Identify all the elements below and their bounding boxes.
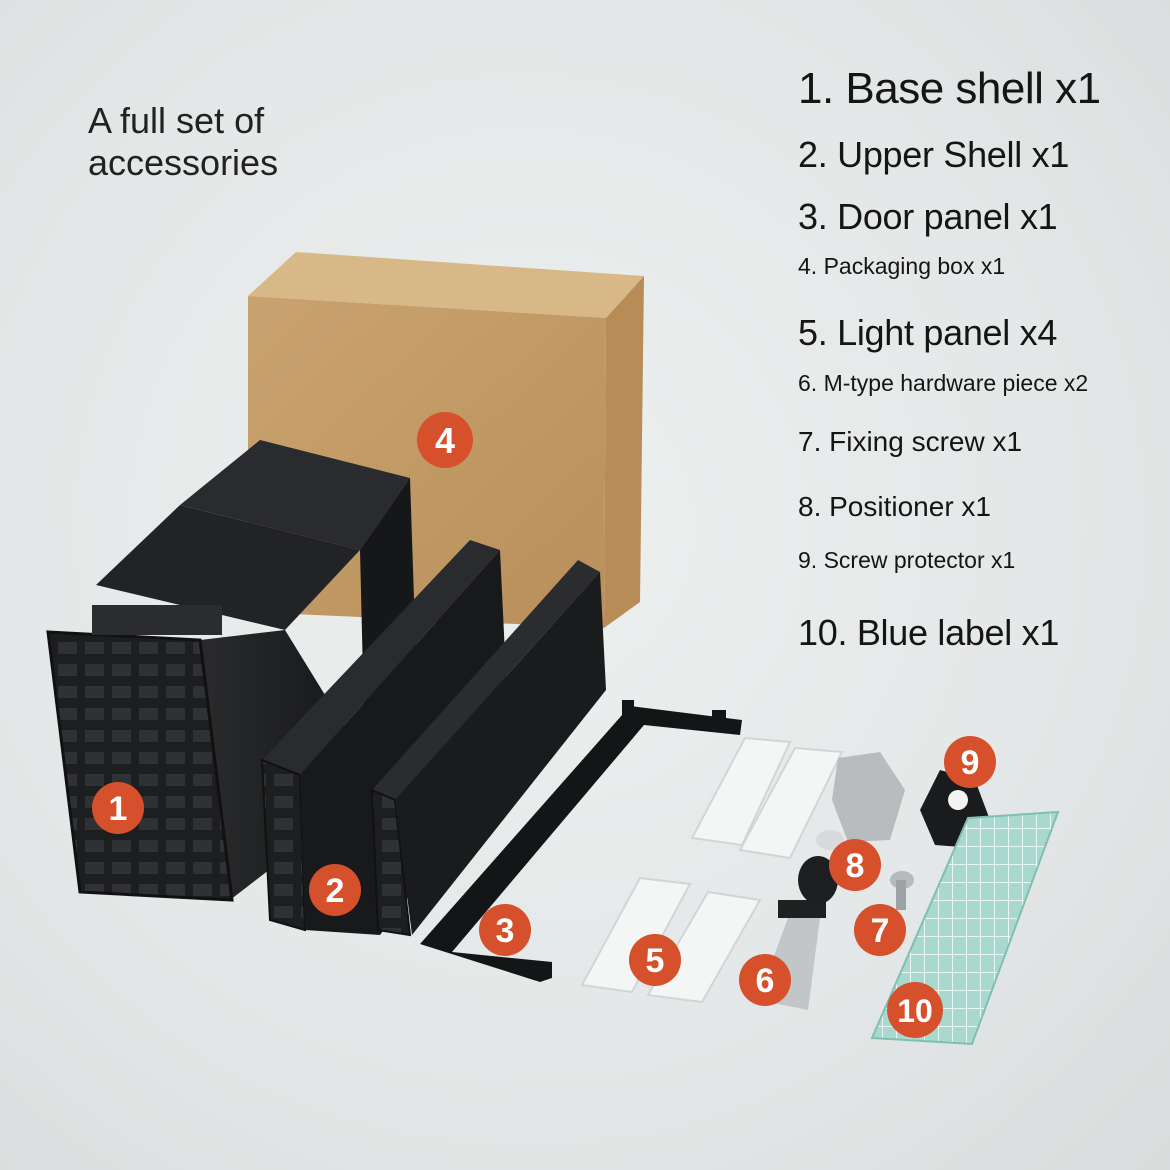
part-item-9: 9. Screw protector x1 (798, 547, 1016, 573)
part-item-10: 10. Blue label x1 (798, 612, 1060, 653)
part-item-4: 4. Packaging box x1 (798, 253, 1006, 279)
part-item-8: 8. Positioner x1 (798, 491, 991, 522)
heading-line-2: accessories (88, 142, 279, 183)
badge-1: 1 (92, 782, 144, 834)
part-item-1: 1. Base shell x1 (798, 64, 1101, 113)
badge-5: 5 (629, 934, 681, 986)
badge-9: 9 (944, 736, 996, 788)
positioner (798, 830, 844, 904)
base-shell (46, 440, 418, 902)
badge-2-text: 2 (326, 872, 345, 910)
upper-shell (260, 540, 510, 935)
badge-7: 7 (854, 904, 906, 956)
part-item-7: 7. Fixing screw x1 (798, 426, 1023, 457)
badge-10-text: 10 (897, 993, 933, 1029)
heading-line-1: A full set of (88, 100, 265, 141)
part-item-3: 3. Door panel x1 (798, 196, 1058, 237)
badge-6-text: 6 (756, 962, 775, 1000)
badge-4-text: 4 (435, 420, 455, 461)
badge-5-text: 5 (646, 942, 665, 980)
door-panel (370, 560, 606, 937)
badge-10: 10 (887, 982, 943, 1038)
badge-8-text: 8 (846, 847, 865, 885)
badge-7-text: 7 (871, 912, 890, 950)
badge-8: 8 (829, 839, 881, 891)
badge-6: 6 (739, 954, 791, 1006)
badge-3: 3 (479, 904, 531, 956)
fixing-screw (890, 871, 914, 910)
badge-3-text: 3 (496, 912, 515, 950)
badge-2: 2 (309, 864, 361, 916)
badge-1-text: 1 (109, 790, 128, 828)
accessories-heading: A full set of accessories (88, 100, 348, 184)
part-item-5: 5. Light panel x4 (798, 312, 1058, 353)
badge-4: 4 (417, 412, 473, 468)
part-item-6: 6. M-type hardware piece x2 (798, 370, 1089, 396)
door-strip (420, 700, 742, 982)
part-item-2: 2. Upper Shell x1 (798, 134, 1070, 175)
badge-9-text: 9 (961, 744, 980, 782)
